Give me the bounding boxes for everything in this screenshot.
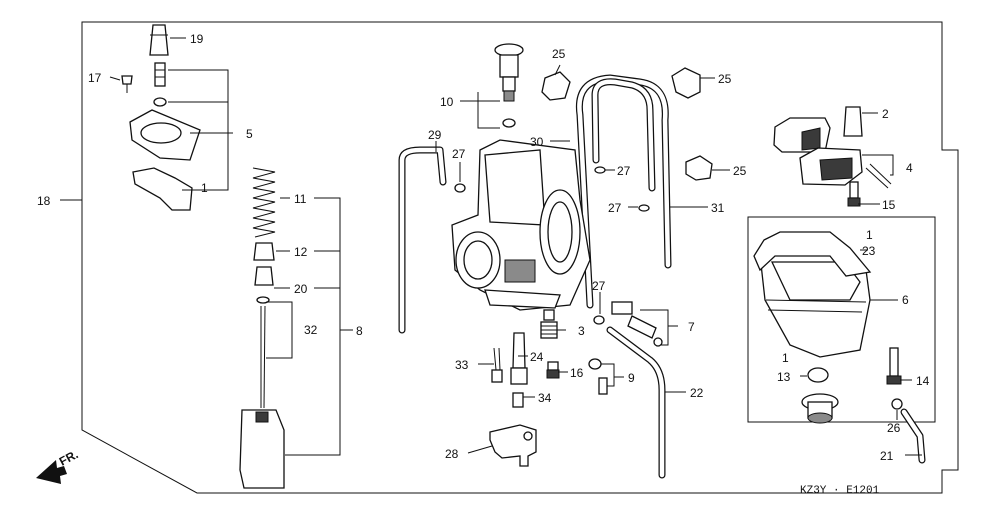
callout-12: 12 — [294, 245, 308, 259]
main-jet-3 — [540, 309, 558, 339]
callout-31: 31 — [711, 201, 725, 215]
callout-1b: 1 — [866, 228, 873, 242]
hose-29 — [398, 146, 447, 334]
starter-valve-10 — [494, 43, 524, 128]
callout-21: 21 — [880, 449, 894, 463]
leader-lines — [60, 37, 922, 456]
oring-27a — [454, 183, 466, 193]
callout-15: 15 — [882, 198, 896, 212]
callout-27d: 27 — [592, 279, 606, 293]
needle-jet-24 — [510, 332, 528, 385]
callout-32: 32 — [304, 323, 318, 337]
direction-label: FR. — [57, 447, 81, 468]
holder-12 — [253, 242, 275, 261]
callout-6: 6 — [902, 293, 909, 307]
callout-34: 34 — [538, 391, 552, 405]
callout-labels: 19 17 5 1 18 11 12 20 32 8 10 29 27 25 2… — [37, 32, 930, 463]
callout-25b: 25 — [718, 72, 732, 86]
callout-11: 11 — [294, 192, 307, 206]
hose-21 — [900, 408, 926, 464]
callout-28: 28 — [445, 447, 459, 461]
diagram-code: KZ3Y · E1201 — [800, 485, 880, 497]
float-4 — [773, 117, 892, 189]
callout-18: 18 — [37, 194, 51, 208]
callout-27a: 27 — [452, 147, 466, 161]
callout-14: 14 — [916, 374, 930, 388]
hose-22 — [606, 326, 666, 479]
drain-screw-14 — [886, 347, 902, 385]
oring-27d — [593, 315, 605, 325]
oring-27b — [594, 166, 606, 174]
oring-27c — [638, 204, 650, 212]
callout-19: 19 — [190, 32, 204, 46]
chamber-gasket-23 — [753, 231, 872, 277]
pilot-jet-33 — [491, 347, 503, 383]
screw-7 — [611, 301, 663, 347]
callout-3: 3 — [578, 324, 585, 338]
callout-9: 9 — [628, 371, 635, 385]
adjuster-17 — [121, 75, 133, 93]
callout-25a: 25 — [552, 47, 566, 61]
hot-start-lever-28 — [489, 424, 537, 467]
carburetor-body — [451, 139, 591, 311]
callout-13: 13 — [777, 370, 791, 384]
top-cover-5 — [129, 109, 201, 161]
front-arrow-icon — [36, 460, 67, 484]
clip-20 — [254, 259, 274, 286]
callout-30: 30 — [530, 135, 544, 149]
callout-17: 17 — [88, 71, 102, 85]
callout-4: 4 — [906, 161, 913, 175]
oring-13 — [807, 367, 829, 383]
hose-30 — [575, 74, 672, 309]
clamp-25b — [671, 67, 701, 99]
spring-11 — [252, 167, 276, 238]
callout-5: 5 — [246, 127, 253, 141]
callout-27c: 27 — [608, 201, 622, 215]
callout-33: 33 — [455, 358, 469, 372]
callout-10: 10 — [440, 95, 454, 109]
callout-20: 20 — [294, 282, 308, 296]
callout-25c: 25 — [733, 164, 747, 178]
float-chamber-group-border — [747, 216, 936, 423]
cable-adjuster — [154, 62, 166, 87]
clamp-25c — [685, 155, 713, 181]
callout-27b: 27 — [617, 164, 631, 178]
callout-29: 29 — [428, 128, 442, 142]
callout-24: 24 — [530, 350, 544, 364]
screw-15 — [847, 181, 861, 207]
callout-2: 2 — [882, 107, 889, 121]
jet-needle-32 — [260, 305, 266, 409]
cover-gasket-1 — [132, 167, 193, 211]
callout-1: 1 — [201, 181, 208, 195]
plug-16 — [546, 361, 560, 379]
callout-26: 26 — [887, 421, 901, 435]
cap-19 — [149, 24, 169, 56]
jet-34 — [512, 392, 524, 408]
callout-1c: 1 — [782, 351, 789, 365]
assembly-border — [81, 21, 959, 494]
clamp-25a — [541, 71, 571, 101]
callout-8: 8 — [356, 324, 363, 338]
callout-23: 23 — [862, 244, 876, 258]
callout-22: 22 — [690, 386, 704, 400]
callout-16: 16 — [570, 366, 584, 380]
nut — [153, 97, 167, 107]
callout-7: 7 — [688, 320, 695, 334]
float-pin-2 — [843, 106, 863, 137]
throttle-valve — [239, 409, 285, 489]
clip-26 — [891, 398, 903, 410]
plug-bolt — [801, 393, 839, 424]
